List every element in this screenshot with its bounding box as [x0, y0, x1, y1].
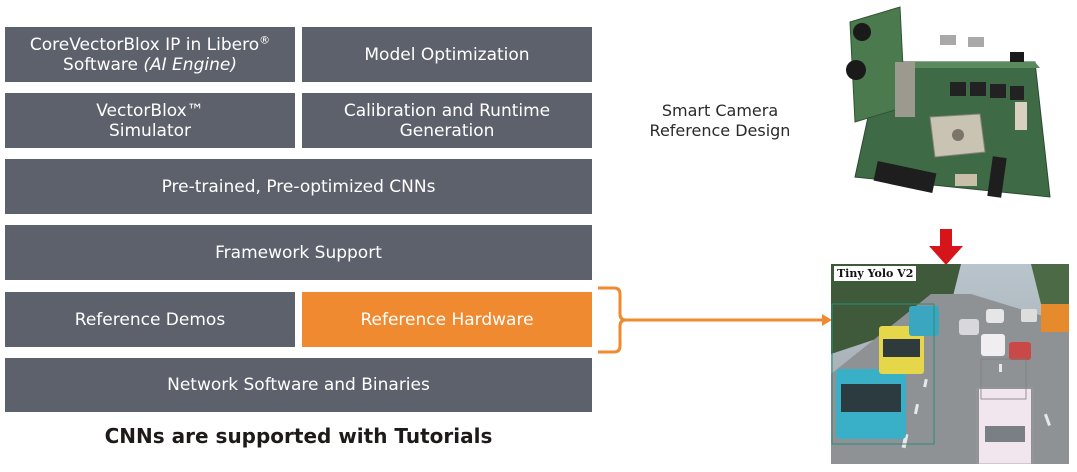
block-network-software: Network Software and Binaries	[5, 358, 592, 412]
block-model-optimization: Model Optimization	[302, 27, 592, 82]
arrow-head	[822, 314, 832, 326]
red-down-arrow-icon	[929, 229, 963, 265]
camera-label-line1: Smart Camera	[661, 101, 779, 120]
traffic-scene-icon	[831, 264, 1069, 464]
block-framework-support: Framework Support	[5, 225, 592, 280]
model-name-label: Tiny Yolo V2	[834, 266, 917, 281]
block-calibration-runtime: Calibration and Runtime Generation	[302, 93, 592, 148]
block-corevectorblox-ip: CoreVectorBlox IP in Libero® Software (A…	[5, 27, 295, 82]
block-label: Reference Hardware	[360, 309, 534, 330]
block-vectorblox-simulator: VectorBlox™ Simulator	[5, 93, 295, 148]
block-label-line2: Simulator	[108, 120, 192, 141]
fpga-board-icon	[846, 6, 1051, 198]
block-corevectorblox-line2: Software (AI Engine)	[63, 54, 237, 75]
block-corevectorblox-line1: CoreVectorBlox IP in Libero®	[29, 32, 271, 55]
block-label: Reference Demos	[74, 309, 226, 330]
diagram-caption: CNNs are supported with Tutorials	[104, 424, 493, 448]
block-label: Model Optimization	[364, 44, 530, 65]
block-reference-demos: Reference Demos	[5, 292, 295, 347]
block-pretrained-cnns: Pre-trained, Pre-optimized CNNs	[5, 159, 592, 214]
block-label-line1: VectorBlox™	[96, 100, 204, 121]
block-label-line2: Generation	[399, 120, 495, 141]
camera-label-line2: Reference Design	[649, 121, 791, 140]
orange-bracket-arrow-icon	[598, 286, 832, 354]
block-reference-hardware: Reference Hardware	[302, 292, 592, 347]
block-label: Pre-trained, Pre-optimized CNNs	[161, 176, 436, 197]
block-label: Network Software and Binaries	[167, 375, 430, 395]
smart-camera-label: Smart Camera Reference Design	[622, 101, 818, 141]
block-label-line1: Calibration and Runtime	[343, 100, 551, 121]
block-label: Framework Support	[215, 242, 382, 263]
bracket	[598, 286, 627, 354]
tiny-yolo-detection-image: Tiny Yolo V2	[831, 264, 1069, 464]
